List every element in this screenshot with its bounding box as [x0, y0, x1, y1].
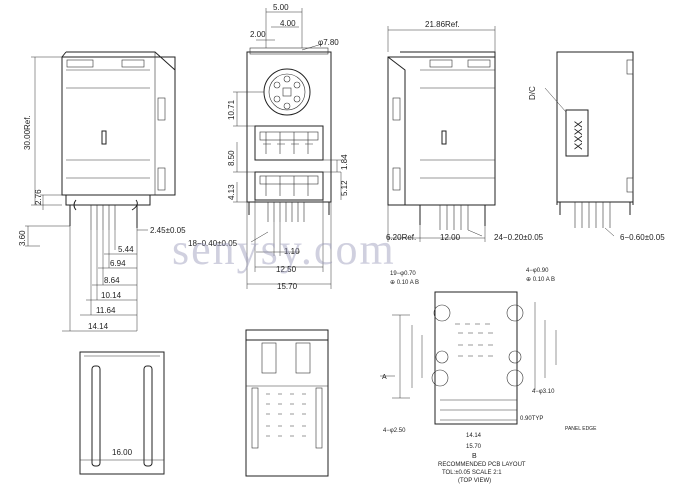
pcb-hole-19: 19−φ0.70	[390, 271, 416, 277]
usb-port-lower	[254, 171, 324, 201]
usb-port-upper	[254, 125, 324, 161]
top-view: 16.00	[79, 351, 165, 475]
pcb-caption-2: TOL:±0.05 SCALE 2:1	[442, 470, 502, 476]
dim-544: 5.44	[118, 245, 134, 254]
dim-110: 1.10	[284, 247, 300, 256]
dim-850: 8.50	[227, 150, 236, 166]
dim-phi780: φ7.80	[318, 38, 339, 47]
pcb-datum-b: B	[472, 453, 477, 460]
dim-864: 8.64	[104, 276, 120, 285]
pcb-datum-a: A	[382, 374, 387, 381]
dim-height-ref: 30.00Ref.	[23, 115, 32, 150]
dim-pin18: 18−0.40±0.05	[188, 239, 238, 248]
dim-184: 1.84	[340, 154, 349, 170]
pcb-layout: 19−φ0.70 ⊕ 0.10 A B 4−φ0.90 ⊕ 0.10 A B 4…	[380, 268, 597, 484]
dim-24: 24−0.20±0.05	[494, 233, 544, 242]
dim-side-1200: 12.00	[440, 233, 461, 242]
side-dimensions: 21.86Ref. 6.20Ref. 12.00 24−0.20±0.05	[386, 20, 544, 242]
pcb-tol-a: ⊕ 0.10 A B	[390, 280, 419, 286]
rear-dc-label: D/C	[528, 86, 537, 100]
dim-1164: 11.64	[96, 306, 116, 315]
dim-500: 5.00	[273, 3, 289, 12]
dim-1600: 16.00	[112, 448, 133, 457]
front-view	[61, 51, 176, 230]
pcb-caption-3: (TOP VIEW)	[458, 478, 491, 484]
dim-1071: 10.71	[227, 99, 236, 120]
pcb-tol-b: ⊕ 0.10 A B	[526, 277, 555, 283]
dim-1414: 14.14	[88, 322, 109, 331]
dim-694: 6.94	[110, 259, 126, 268]
dim-200: 2.00	[250, 30, 266, 39]
dim-6: 6−0.60±0.05	[620, 233, 665, 242]
dim-1014: 10.14	[101, 291, 122, 300]
rear-code: XXXX	[573, 120, 585, 150]
dim-1250: 12.50	[276, 265, 297, 274]
dim-620: 6.20Ref.	[386, 233, 416, 242]
dim-245: 2.45±0.05	[150, 226, 186, 235]
port-dimensions: 5.00 4.00 2.00 φ7.80 10.71 8.50 4.13 1.8…	[188, 3, 349, 291]
dim-2186: 21.86Ref.	[425, 20, 460, 29]
pcb-hole-4-310: 4−φ3.10	[532, 389, 555, 395]
pcb-090: 0.90TYP	[520, 416, 543, 422]
pcb-hole-4-90: 4−φ0.90	[526, 268, 549, 274]
pcb-panel-edge: PANEL EDGE	[565, 426, 597, 432]
pcb-1414: 14.14	[466, 433, 482, 439]
date-code-box	[565, 109, 589, 157]
dim-413: 4.13	[227, 184, 236, 200]
pcb-1570: 15.70	[466, 444, 482, 450]
dim-512: 5.12	[340, 180, 349, 196]
front-dimensions: 30.00Ref. 2.76 3.60 2.45±0.05 5.44 6.94 …	[18, 56, 186, 332]
port-view	[246, 47, 332, 222]
bottom-port-view	[245, 329, 329, 477]
dim-276: 2.76	[34, 189, 43, 205]
dim-400: 4.00	[280, 19, 296, 28]
rear-view: XXXX D/C 6−0.60±0.05	[528, 51, 665, 242]
dim-360: 3.60	[18, 230, 27, 246]
pcb-hole-4-250: 4−φ2.50	[383, 428, 406, 434]
pcb-caption-1: RECOMMENDED PCB LAYOUT	[438, 462, 526, 468]
side-view	[387, 51, 496, 230]
dim-1570: 15.70	[277, 282, 298, 291]
